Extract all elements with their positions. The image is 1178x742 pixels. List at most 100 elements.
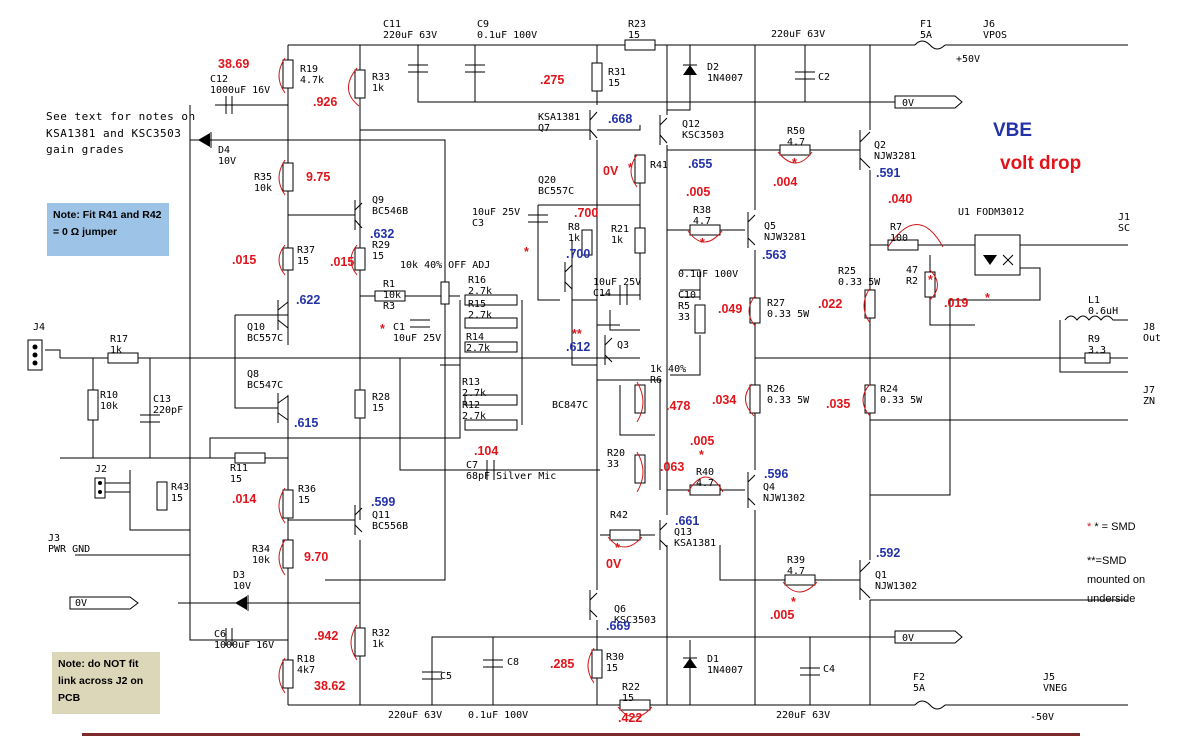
label-j8-1: Out [1143, 333, 1161, 344]
label-r35-0: R35 [254, 172, 272, 183]
label-c6-0: C6 [214, 629, 226, 640]
reading-m6: 0V [603, 164, 619, 178]
label-r11-0: R11 [230, 463, 248, 474]
label-q8-1: BC547C [247, 380, 283, 391]
label-q11-0: Q11 [372, 510, 390, 521]
reading-m17: .015 [330, 255, 354, 269]
measurement-arcs [278, 57, 944, 718]
reading-m12: .700 [574, 206, 598, 220]
reading-m32: .599 [371, 495, 395, 509]
label-r14-1: 2.7k [466, 343, 490, 354]
smd-star-s10: * [928, 273, 933, 287]
label-r43-1: 15 [171, 493, 183, 504]
reading-m35: 0V [606, 557, 622, 571]
label-q5-1: NJW3281 [764, 232, 806, 243]
label-r29-1: 15 [372, 251, 384, 262]
label-c14-0: 10uF 25V [593, 277, 641, 288]
label-r37-1: 15 [297, 256, 309, 267]
reading-m30: .596 [764, 467, 788, 481]
reading-m27: .104 [474, 444, 498, 458]
volt-drop-heading: volt drop [1000, 153, 1082, 174]
label-r24-0: R24 [880, 384, 898, 395]
label-q1-0: Q1 [875, 570, 887, 581]
label-q20-1: BC557C [538, 186, 574, 197]
label-c9-0: C9 [477, 19, 489, 30]
label-r18-1: 4k7 [297, 665, 315, 676]
label-c7-1: 68pF Silver Mic [466, 471, 556, 482]
label-r27-0: R27 [767, 298, 785, 309]
label-c14-1: C14 [593, 288, 611, 299]
reading-m16: .015 [232, 253, 256, 267]
label-r28-1: 15 [372, 403, 384, 414]
label-r10-1: 10k [100, 401, 118, 412]
label-r15-0: R15 [468, 299, 486, 310]
label-c6-1: 1000uF 16V [214, 640, 274, 651]
label-c3-1: C3 [472, 218, 484, 229]
reading-m33: .661 [675, 514, 699, 528]
label-r8-1: 1k [568, 233, 580, 244]
label-r31-1: 15 [608, 78, 620, 89]
label-j7-1: ZN [1143, 396, 1155, 407]
label-j5-0: J5 [1043, 672, 1055, 683]
label-c9-1: 0.1uF 100V [477, 30, 537, 41]
label-j1-0: J1 [1118, 212, 1130, 223]
label-r43-0: R43 [171, 482, 189, 493]
label-c3-0: 10uF 25V [472, 207, 520, 218]
label-c13-0: C13 [153, 394, 171, 405]
label-r17-1: 1k [110, 345, 122, 356]
label-r2-1: R2 [906, 276, 918, 287]
label-c13-1: 220pF [153, 405, 183, 416]
label-j3-0: J3 [48, 533, 60, 544]
label-j2-0: J2 [95, 464, 107, 475]
reading-m10: .005 [686, 185, 710, 199]
smd-star-s8: * [615, 541, 620, 555]
label-r25-0: R25 [838, 266, 856, 277]
label-0vbot-0: 0V [902, 633, 914, 644]
label-q5-0: Q5 [764, 221, 776, 232]
smd-star-s7: * [699, 448, 704, 462]
label-c4bot-0: 220uF 63V [776, 710, 830, 721]
label-r6-0: 1k 40% [650, 364, 686, 375]
label-r50-1: 4.7 [787, 137, 805, 148]
reading-m15: .563 [762, 248, 786, 262]
label-c10top-0: 0.1uF 100V [678, 269, 738, 280]
label-q12-0: Q12 [682, 119, 700, 130]
label-r31-0: R31 [608, 67, 626, 78]
label-r1-2: R3 [383, 301, 395, 312]
label-j6-0: J6 [983, 19, 995, 30]
jumper-note: Note: Fit R41 and R42 = 0 Ω jumper [47, 203, 169, 256]
label-neg50-0: -50V [1030, 712, 1054, 723]
label-r5-1: R5 [678, 301, 690, 312]
reading-m42: .422 [618, 711, 642, 725]
label-r11-1: 15 [230, 474, 242, 485]
label-r28-0: R28 [372, 392, 390, 403]
label-c8-0: C8 [507, 657, 519, 668]
label-c2-0: C2 [818, 72, 830, 83]
reading-m3: .275 [540, 73, 564, 87]
label-d2-0: D2 [707, 62, 719, 73]
label-j1-1: SC [1118, 223, 1130, 234]
ground-flags [69, 95, 963, 644]
label-r16-1: 2.7k [468, 286, 492, 297]
label-u1-0: U1 FODM3012 [958, 207, 1024, 218]
label-q9-1: BC546B [372, 206, 408, 217]
reading-m41: 38.62 [314, 679, 345, 693]
j2-link-note: Note: do NOT fit link across J2 on PCB [52, 652, 160, 714]
label-j6-1: VPOS [983, 30, 1007, 41]
label-j3-1: PWR GND [48, 544, 90, 555]
smd-star-s1: * [628, 161, 633, 175]
label-q7-0: KSA1381 [538, 112, 580, 123]
label-q6-0: Q6 [614, 604, 626, 615]
label-r23-1: 15 [628, 30, 640, 41]
label-r3-0: 10k 40% OFF ADJ [400, 260, 490, 271]
label-q3-0: Q3 [617, 340, 629, 351]
reading-m8: .591 [876, 166, 900, 180]
label-r19-0: R19 [300, 64, 318, 75]
label-r13-0: R13 [462, 377, 480, 388]
reading-m29: .063 [660, 460, 684, 474]
label-q13-1: KSA1381 [674, 538, 716, 549]
label-r6-1: R6 [650, 375, 662, 386]
label-r26-0: R26 [767, 384, 785, 395]
